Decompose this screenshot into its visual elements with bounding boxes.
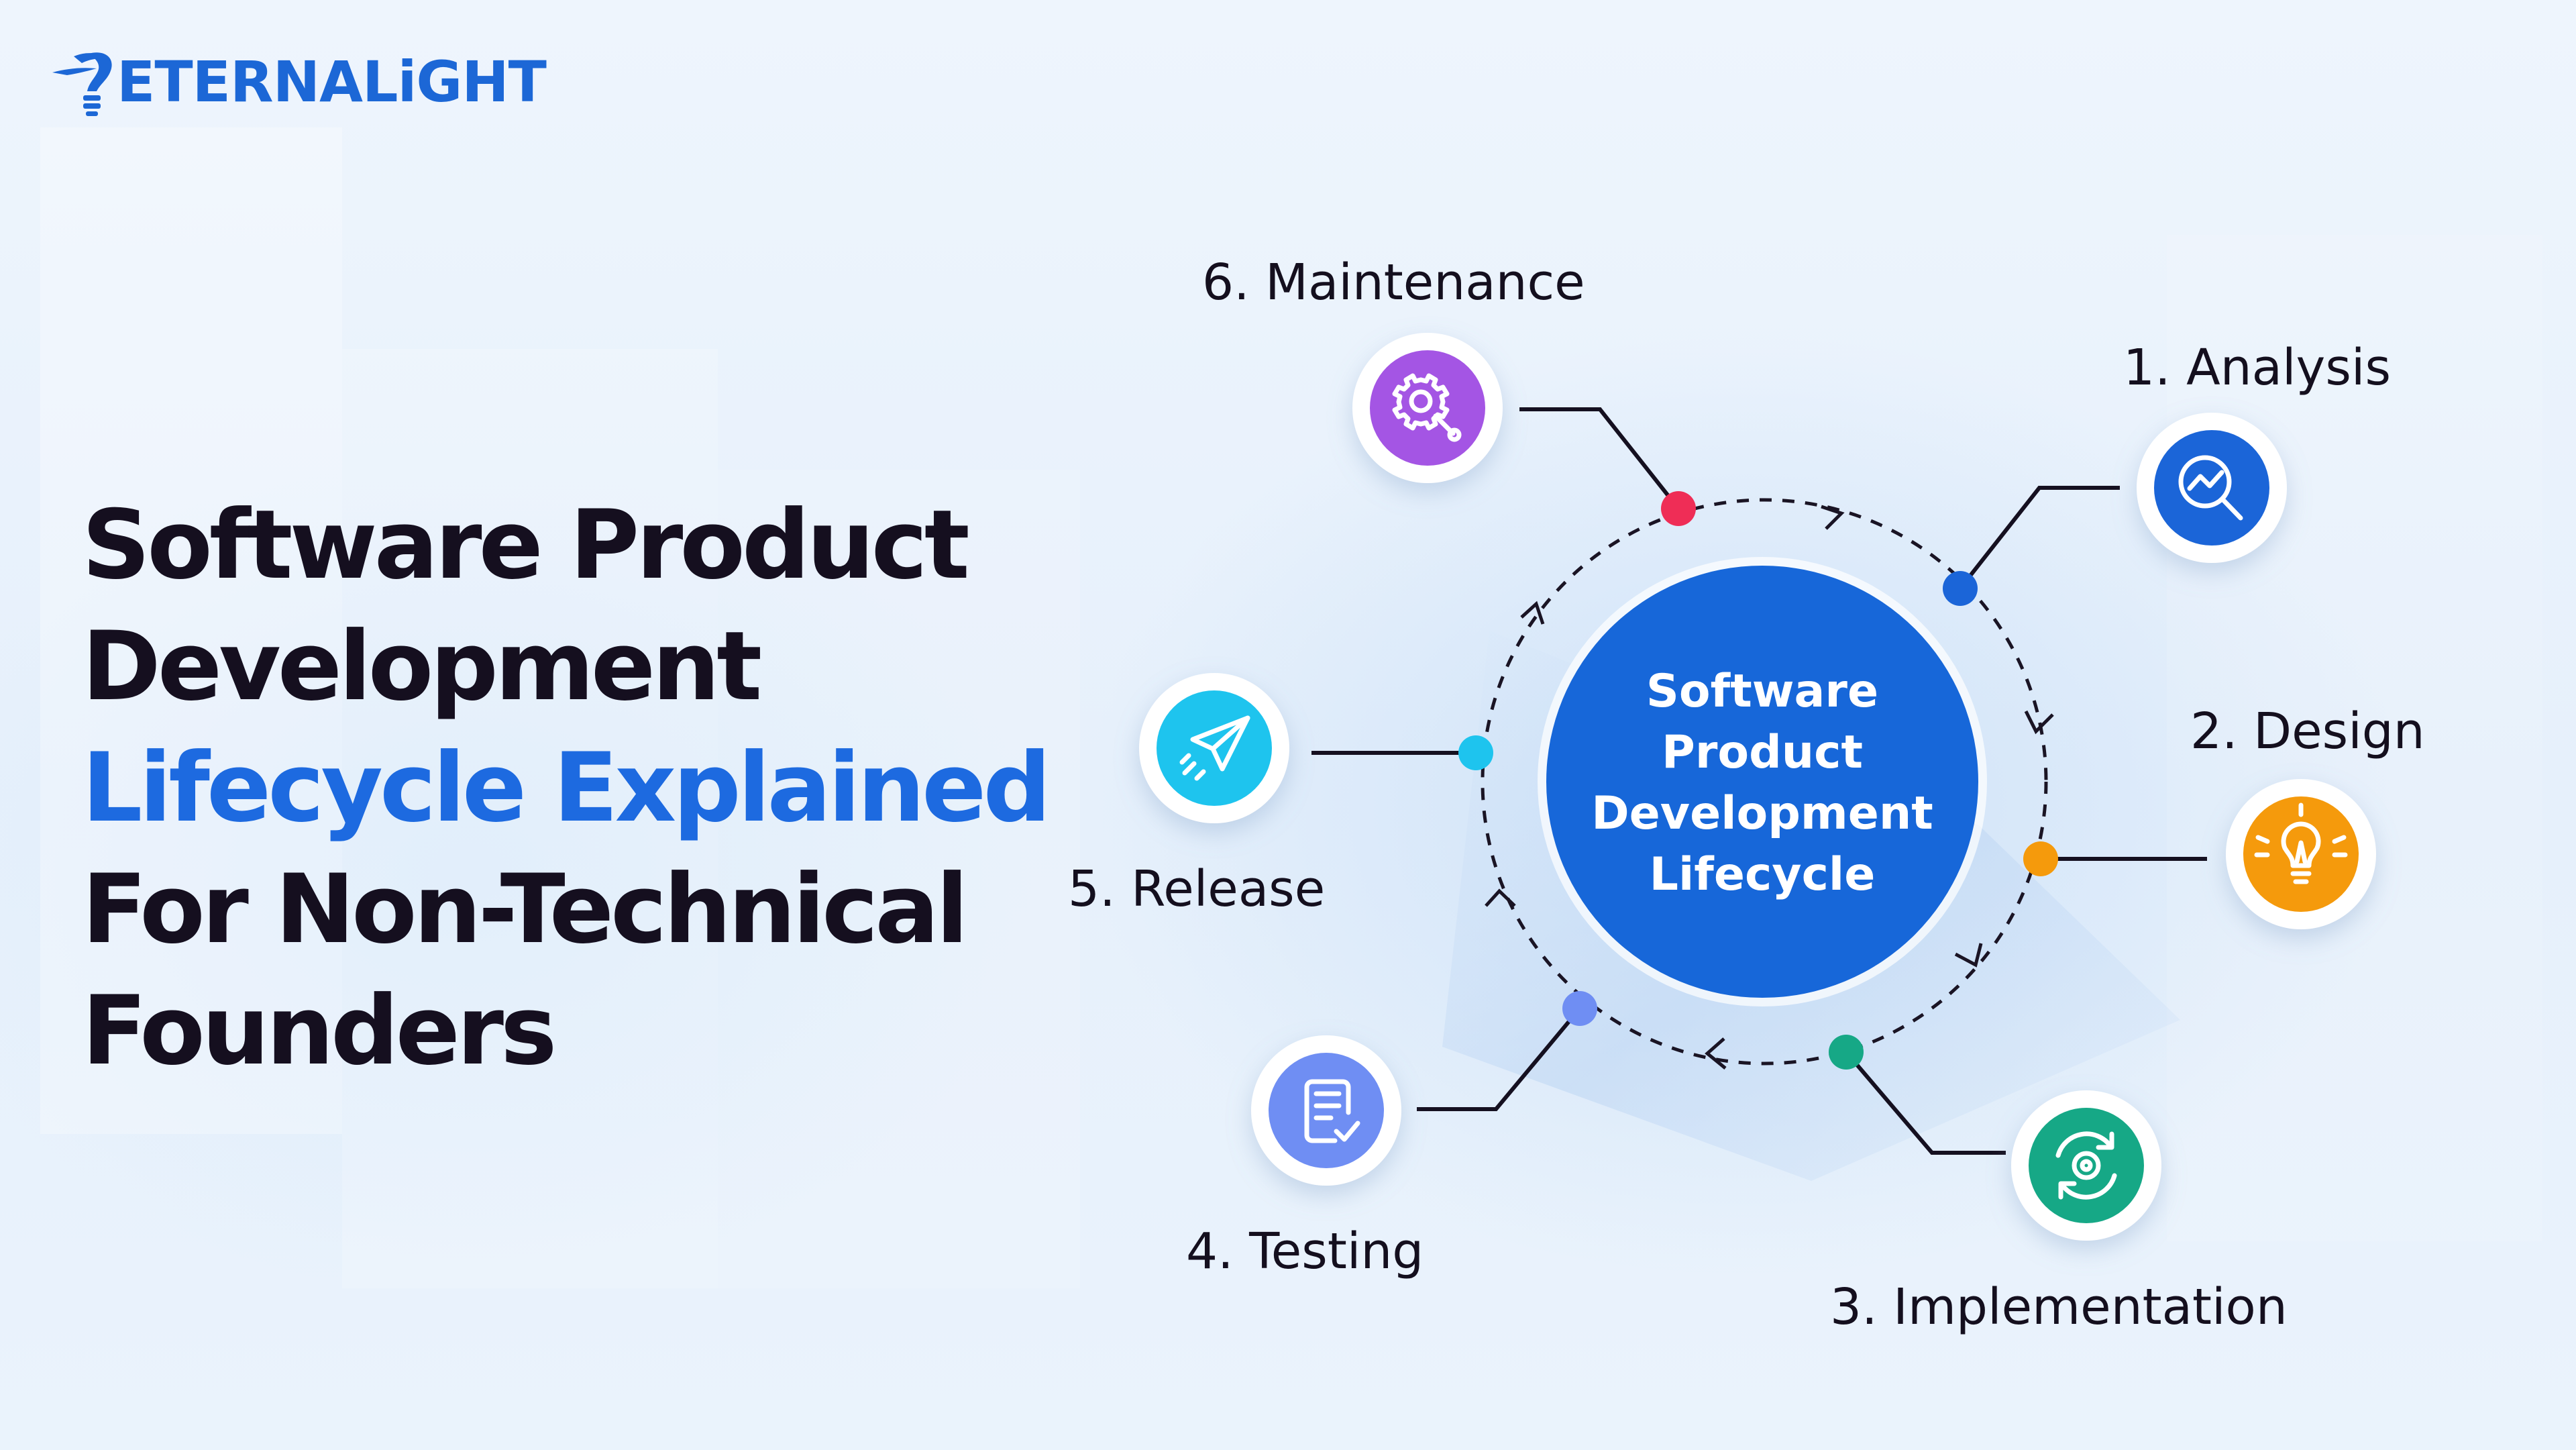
step-release-label: 5. Release	[1068, 860, 1325, 918]
ring-dot-maintenance	[1661, 491, 1696, 526]
gear-refresh-icon	[2055, 1131, 2117, 1200]
ring-dot-release	[1458, 735, 1493, 770]
ring-arrow	[1485, 888, 1516, 907]
ring-dot-design	[2023, 841, 2058, 876]
ring-arrow	[1821, 505, 1845, 530]
center-circle	[1546, 566, 1978, 998]
step-maintenance[interactable]: 6. Maintenance	[1202, 254, 1585, 483]
step-design[interactable]: 2. Design	[2190, 703, 2425, 929]
background-tile	[718, 470, 1080, 1288]
step-testing[interactable]: 4. Testing	[1186, 1035, 1424, 1280]
step-implementation-disc	[2029, 1108, 2144, 1223]
ring-arrow	[1705, 1037, 1727, 1070]
ring-arrow	[1520, 601, 1545, 625]
step-maintenance-label: 6. Maintenance	[1202, 254, 1585, 311]
center-label-line-4: Lifecycle	[1650, 848, 1876, 901]
step-testing-disc	[1269, 1053, 1384, 1168]
ring-dot-implementation	[1829, 1035, 1864, 1070]
step-implementation-label: 3. Implementation	[1830, 1278, 2288, 1336]
step-release[interactable]: 5. Release	[1068, 673, 1325, 918]
lightbulb-logo-icon	[52, 52, 112, 116]
lightbulb-pencil-icon	[2254, 802, 2348, 884]
connector-implementation	[1844, 1051, 2006, 1155]
ring-dot-testing	[1562, 991, 1597, 1026]
center-label-line-1: Software	[1646, 665, 1878, 718]
step-analysis[interactable]: 1. Analysis	[2123, 339, 2391, 563]
paper-plane-icon	[1179, 715, 1250, 781]
step-analysis-disc	[2154, 430, 2269, 546]
step-implementation[interactable]: 3. Implementation	[1830, 1090, 2288, 1336]
center-label-line-2: Product	[1662, 726, 1863, 779]
ring-dot-analysis	[1943, 571, 1978, 606]
analysis-chart-magnifier-icon	[2178, 455, 2243, 521]
brand-logo[interactable]: ETERNALiGHT	[47, 42, 547, 122]
lifecycle-ring	[1481, 498, 2048, 1066]
step-design-label: 2. Design	[2190, 703, 2425, 760]
title-line-1: Software Product	[82, 490, 970, 601]
connector-testing	[1417, 1007, 1582, 1111]
title-line-4: For Non-Technical	[82, 854, 969, 965]
step-design-disc	[2243, 796, 2359, 912]
connector-analysis	[1958, 486, 2120, 590]
brand-name: ETERNALiGHT	[117, 49, 547, 115]
checklist-document-icon	[1304, 1079, 1360, 1143]
page-title: Software Product Development Lifecycle E…	[82, 484, 1051, 1092]
connector-maintenance	[1519, 407, 1680, 510]
title-line-2: Development	[82, 611, 762, 722]
background-tile	[40, 127, 342, 1134]
step-testing-label: 4. Testing	[1186, 1223, 1424, 1280]
background-tile	[2167, 235, 2542, 1241]
gear-wrench-icon	[1392, 373, 1462, 442]
step-analysis-label: 1. Analysis	[2123, 339, 2391, 397]
ring-arrow	[2024, 710, 2054, 735]
background-tile	[342, 349, 718, 1288]
center-label-line-3: Development	[1591, 787, 1933, 840]
ring-arrow	[1954, 943, 1983, 968]
title-line-3-accent: Lifecycle Explained	[82, 733, 1051, 843]
title-line-5: Founders	[82, 976, 557, 1086]
